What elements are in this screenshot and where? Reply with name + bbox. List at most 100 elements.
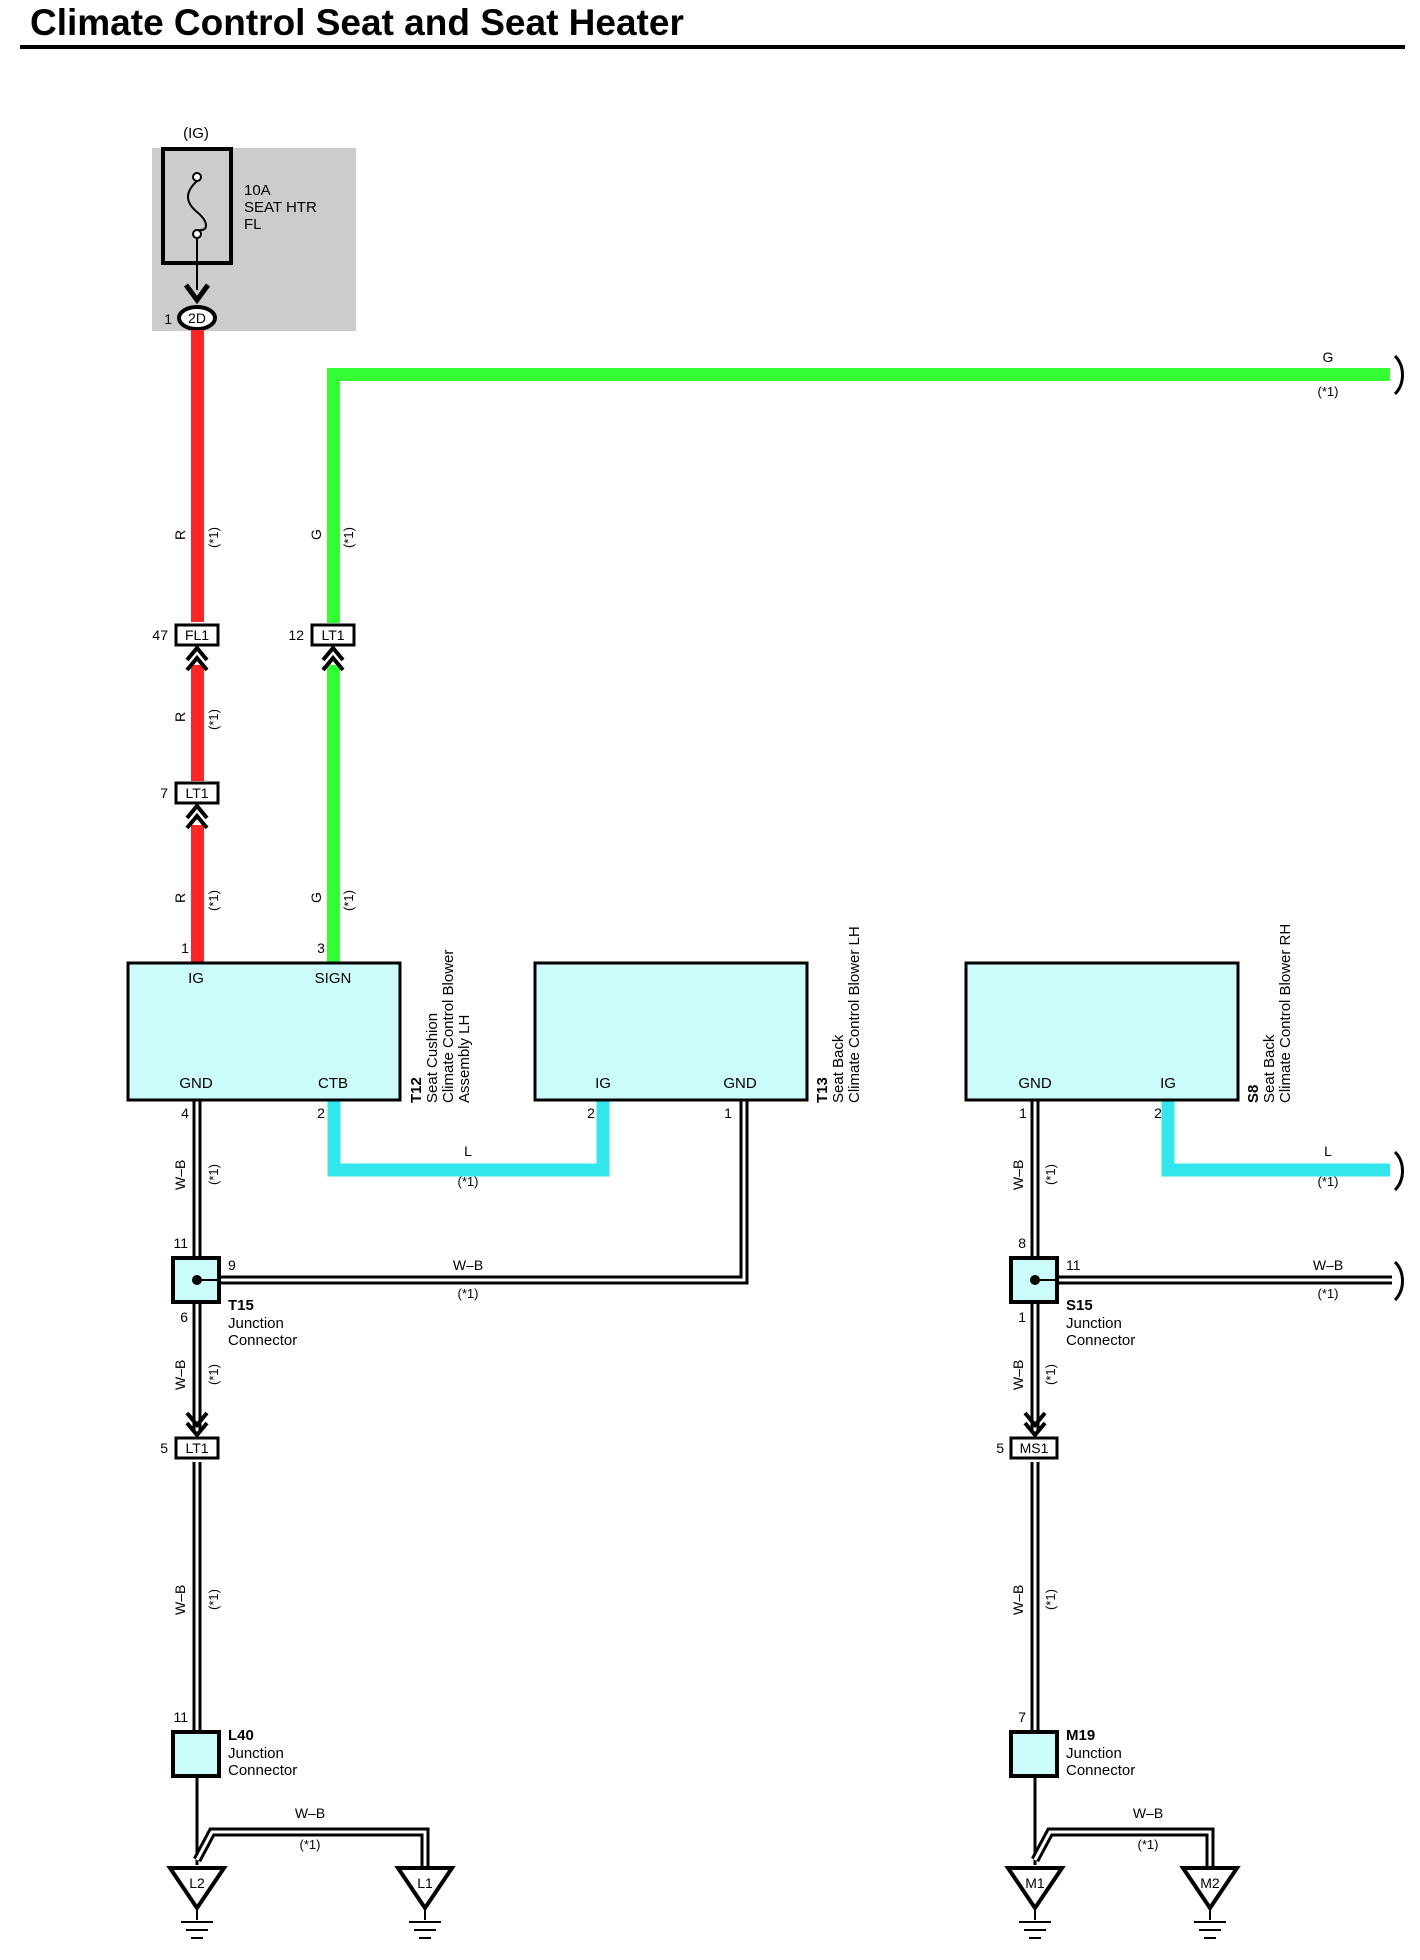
wire-red xyxy=(191,330,204,963)
fuse-icon xyxy=(187,180,207,232)
component-name: Climate Control Blower xyxy=(440,950,457,1103)
connector-2d-pin: 1 xyxy=(164,311,172,327)
wire-color-label: W–B xyxy=(295,1805,325,1821)
connector-pin: 12 xyxy=(288,627,304,643)
junction-id: S15 xyxy=(1066,1297,1093,1314)
pin-number: 3 xyxy=(317,940,325,956)
wire-labels: R (*1) R (*1) R (*1) G (*1) G (*1) W–B (… xyxy=(172,527,1058,1615)
ground-label: L1 xyxy=(417,1875,433,1891)
wire-note: (*1) xyxy=(206,1364,221,1385)
fuse-block: (IG) 10A SEAT HTR FL 2D 1 xyxy=(152,125,356,331)
connector-2d xyxy=(177,305,217,331)
junction-name: Junction xyxy=(228,1315,284,1332)
wire-color-label: G xyxy=(308,529,324,540)
component-t12: 1 IG 3 SIGN GND CTB 4 2 T12 Seat Cushion… xyxy=(126,940,473,1121)
ground-icon xyxy=(1004,1866,1066,1912)
fuse-background xyxy=(152,148,356,331)
wire-note: (*1) xyxy=(1043,1589,1058,1610)
component-name: Climate Control Blower RH xyxy=(1277,924,1294,1103)
connector-2d-label: 2D xyxy=(188,310,206,326)
wire-segment xyxy=(1031,1827,1215,1868)
wire-color-label: W–B xyxy=(1010,1360,1026,1390)
wire-note: (*1) xyxy=(206,527,221,548)
pin-label: IG xyxy=(188,970,204,987)
wire-note: (*1) xyxy=(1138,1837,1159,1852)
pin-number: 7 xyxy=(1018,1709,1026,1725)
connector-pin: 5 xyxy=(996,1440,1004,1456)
connector-arrow-icon xyxy=(185,1411,209,1439)
pin-number: 1 xyxy=(1018,1309,1026,1325)
wire-segment xyxy=(327,368,340,623)
pin-label: IG xyxy=(1160,1075,1176,1092)
connector-code: LT1 xyxy=(185,785,208,801)
pin-number: 6 xyxy=(180,1309,188,1325)
pin-number: 11 xyxy=(173,1709,188,1725)
wire-color-label: W–B xyxy=(172,1585,188,1615)
pin-label: IG xyxy=(595,1075,611,1092)
fuse-terminal-bottom xyxy=(192,229,202,239)
junction-m19: 7 M19 Junction Connector xyxy=(1009,1709,1135,1779)
connector-pin: 7 xyxy=(160,785,168,801)
pin-label: GND xyxy=(723,1075,757,1092)
connector-fl1: FL1 47 xyxy=(152,623,220,672)
pin-number: 9 xyxy=(228,1257,236,1273)
pin-number: 1 xyxy=(181,940,189,956)
component-name: Assembly LH xyxy=(456,1015,473,1103)
page-title: Climate Control Seat and Seat Heater xyxy=(30,2,684,43)
fuse-rating: 10A xyxy=(244,182,271,199)
wire-note: (*1) xyxy=(458,1174,479,1189)
wire-note: (*1) xyxy=(300,1837,321,1852)
wire-note: (*1) xyxy=(341,527,356,548)
wire-color-label: L xyxy=(1324,1143,1332,1159)
component-box xyxy=(964,961,1240,1102)
connector-lt1-ground: LT1 5 xyxy=(160,1411,220,1460)
wire-segment xyxy=(219,1100,749,1285)
junction-box xyxy=(171,1730,221,1778)
wire-segment xyxy=(1161,1100,1390,1177)
fuse-name: SEAT HTR xyxy=(244,199,317,216)
junction-name: Junction xyxy=(1066,1745,1122,1762)
junction-id: L40 xyxy=(228,1727,254,1744)
pin-number: 2 xyxy=(317,1105,325,1121)
junction-s15: 8 11 1 S15 Junction Connector xyxy=(1009,1235,1135,1349)
wire-blue xyxy=(327,1100,1404,1192)
wire-note: (*1) xyxy=(1318,1174,1339,1189)
component-id: T12 xyxy=(408,1077,425,1103)
junction-id: M19 xyxy=(1066,1727,1095,1744)
title-rule xyxy=(20,45,1405,49)
ground-m1: M1 xyxy=(1004,1866,1066,1939)
connector-arrow-icon xyxy=(185,644,209,672)
junction-t15: 11 9 6 T15 Junction Connector xyxy=(171,1235,297,1349)
pin-number: 1 xyxy=(724,1105,732,1121)
wire-segment xyxy=(191,330,204,622)
wire-note: (*1) xyxy=(1043,1364,1058,1385)
junction-l40: 11 L40 Junction Connector xyxy=(171,1709,297,1779)
pin-number: 2 xyxy=(1154,1105,1162,1121)
component-name: Seat Cushion xyxy=(424,1013,441,1103)
wire-note: (*1) xyxy=(206,890,221,911)
wire-labels-horizontal: G (*1) L (*1) L (*1) W–B (*1) W–B (*1) W… xyxy=(295,349,1343,1852)
wire-segment xyxy=(327,665,340,963)
pin-number: 4 xyxy=(181,1105,189,1121)
wire-segment xyxy=(191,825,204,963)
pin-number: 8 xyxy=(1018,1235,1026,1251)
fuse-name-line2: FL xyxy=(244,216,262,233)
wire-note: (*1) xyxy=(1318,1286,1339,1301)
ground-label: M2 xyxy=(1200,1875,1220,1891)
wire-segment xyxy=(327,1100,610,1177)
ground-icon xyxy=(394,1866,456,1912)
wire-break-icon xyxy=(1393,1150,1404,1192)
wire-color-label: L xyxy=(464,1143,472,1159)
wire-color-label: R xyxy=(172,712,188,722)
pin-number: 1 xyxy=(1019,1105,1027,1121)
wire-note: (*1) xyxy=(206,1589,221,1610)
wire-green xyxy=(327,354,1404,963)
connector-lt1-green: LT1 12 xyxy=(288,623,356,672)
wire-break-icon xyxy=(1393,1260,1404,1302)
connector-pin: 5 xyxy=(160,1440,168,1456)
component-name: Climate Control Blower LH xyxy=(846,926,863,1103)
component-box xyxy=(533,961,809,1102)
junction-name: Connector xyxy=(228,1762,297,1779)
wire-wb-left xyxy=(192,1100,749,1868)
junction-box xyxy=(1009,1730,1059,1778)
